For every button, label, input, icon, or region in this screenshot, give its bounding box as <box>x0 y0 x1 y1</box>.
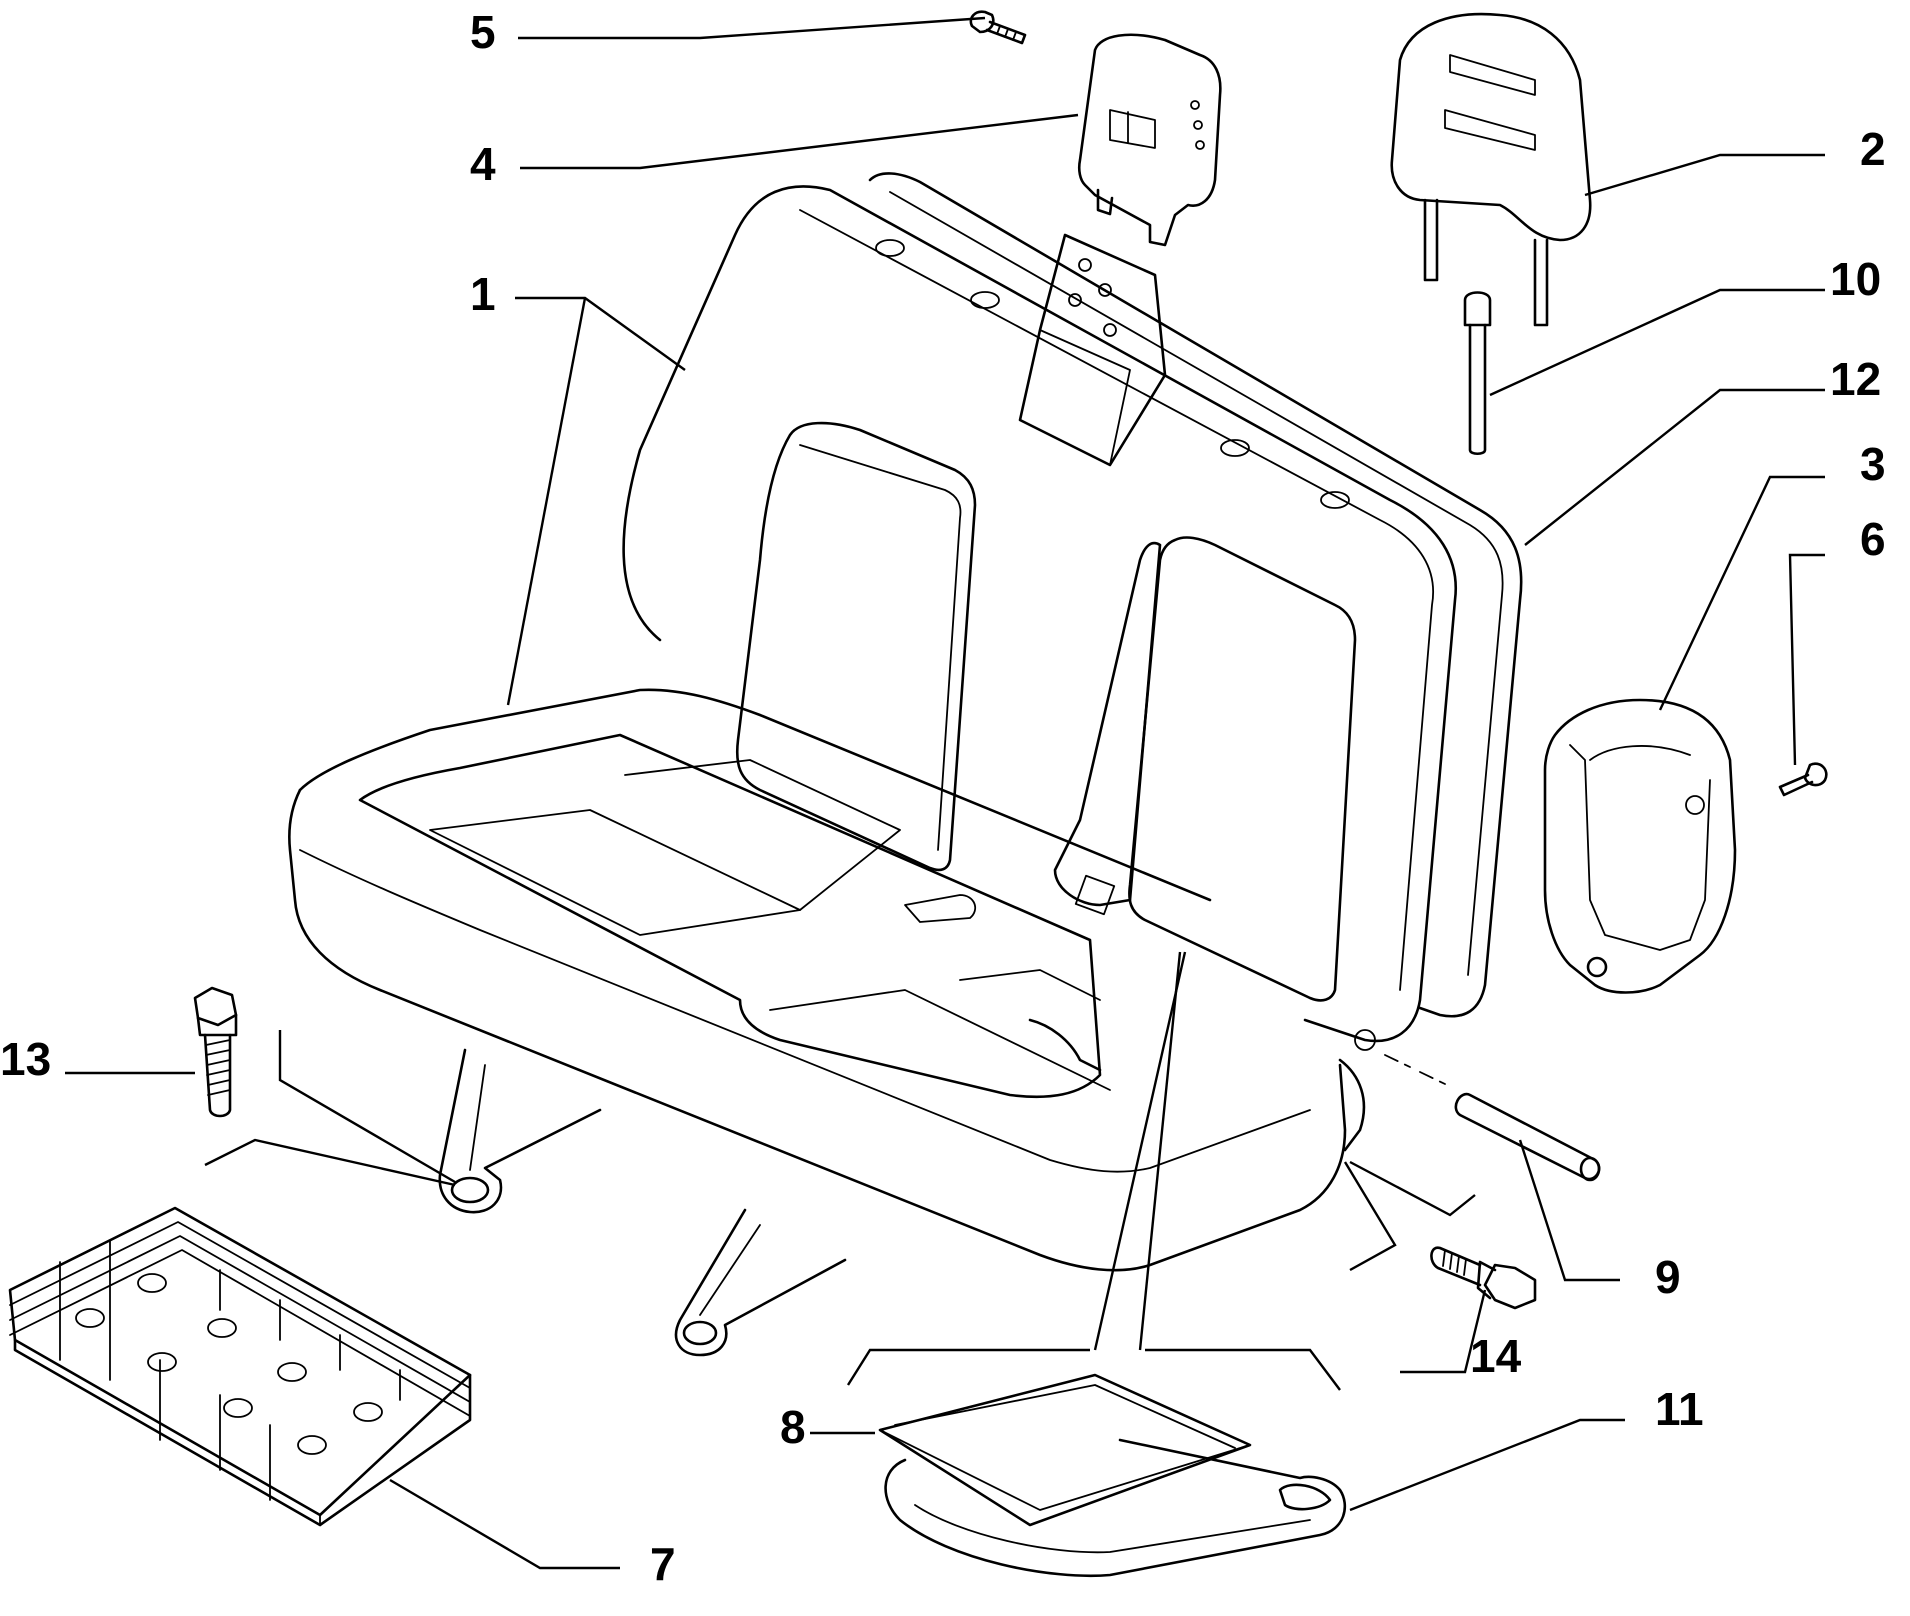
callout-3: 3 <box>1860 438 1886 490</box>
callout-5: 5 <box>470 6 496 58</box>
callout-8: 8 <box>780 1401 806 1453</box>
pin-part-10 <box>1463 291 1492 456</box>
cushion-part-11 <box>884 1438 1347 1578</box>
callout-10: 10 <box>1830 253 1881 305</box>
rod-part-9 <box>1384 1054 1601 1182</box>
callout-7: 7 <box>650 1538 676 1590</box>
leader-lines <box>65 16 1825 1570</box>
callout-6: 6 <box>1860 513 1886 565</box>
callout-14: 14 <box>1470 1330 1522 1382</box>
bench-seat-assembly <box>288 172 1523 1357</box>
callout-12: 12 <box>1830 353 1881 405</box>
callout-labels: 1 2 3 4 5 6 7 8 9 10 11 12 13 14 <box>0 6 1886 1590</box>
callout-1: 1 <box>470 268 496 320</box>
bolt-part-13 <box>193 986 238 1118</box>
bolt-part-14 <box>1430 1246 1537 1310</box>
screw-part-5 <box>969 10 1027 45</box>
headrest-part-4 <box>1077 33 1222 247</box>
cushion-cover-part-8 <box>878 1373 1252 1527</box>
side-cover-part-3 <box>1543 698 1737 994</box>
screw-part-6 <box>1778 762 1828 797</box>
callout-2: 2 <box>1860 123 1886 175</box>
callout-11: 11 <box>1655 1383 1704 1435</box>
foam-pad-part-7 <box>8 1206 472 1527</box>
headrest-part-2 <box>1390 12 1592 327</box>
callout-13: 13 <box>0 1033 51 1085</box>
callout-4: 4 <box>470 138 496 190</box>
callout-9: 9 <box>1655 1251 1681 1303</box>
